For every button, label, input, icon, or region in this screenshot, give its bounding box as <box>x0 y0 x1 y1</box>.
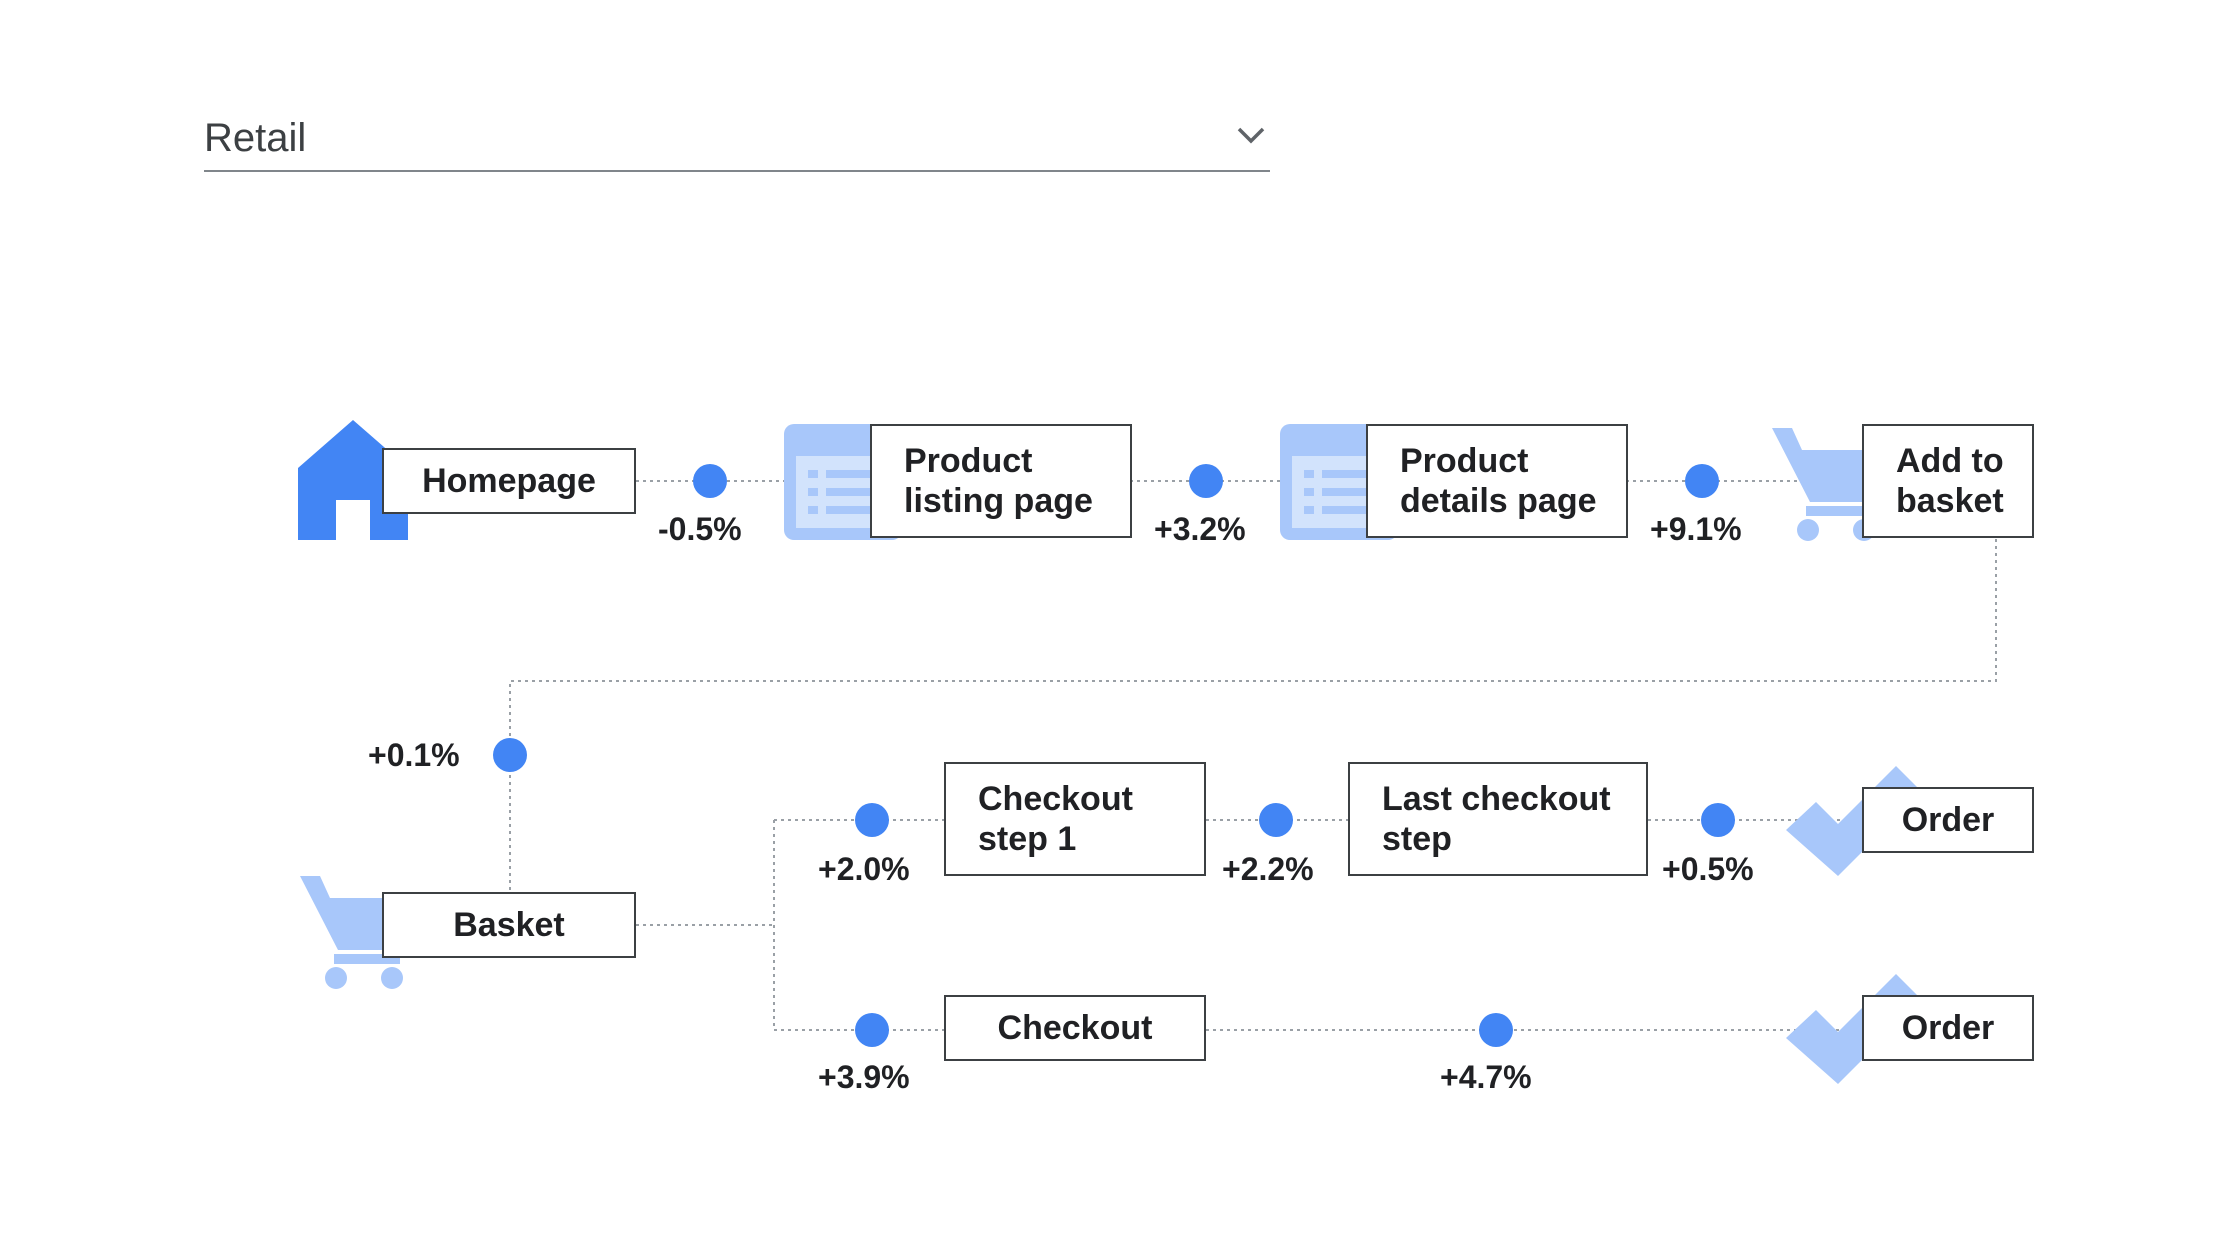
rate-details-to-add: +9.1% <box>1650 511 1742 547</box>
node-order-bottom-label: Order <box>1901 1009 1995 1047</box>
rate-add-to-basket-step: +0.1% <box>368 737 460 773</box>
node-add-to-basket-label: Add to basket <box>1896 442 2004 520</box>
node-checkout-step-1-label: Checkout step 1 <box>978 780 1133 858</box>
node-order-top: Order <box>1862 787 2034 853</box>
dropdown-selected-value: Retail <box>204 116 307 160</box>
chevron-down-icon[interactable] <box>1234 120 1268 150</box>
rate-dot <box>855 1013 889 1047</box>
rate-dot <box>855 803 889 837</box>
rate-dot <box>1479 1013 1513 1047</box>
node-homepage-label: Homepage <box>422 462 596 500</box>
rate-dot <box>1701 803 1735 837</box>
rate-dot <box>493 738 527 772</box>
node-last-checkout-step-label: Last checkout step <box>1382 780 1611 858</box>
node-checkout: Checkout <box>944 995 1206 1061</box>
node-homepage: Homepage <box>382 448 636 514</box>
node-basket: Basket <box>382 892 636 958</box>
rate-dot <box>1259 803 1293 837</box>
rate-dot <box>693 464 727 498</box>
home-icon <box>298 420 408 540</box>
node-last-checkout-step: Last checkout step <box>1348 762 1648 876</box>
node-add-to-basket: Add to basket <box>1862 424 2034 538</box>
node-checkout-label: Checkout <box>997 1009 1153 1047</box>
node-basket-label: Basket <box>453 906 565 944</box>
rate-checkout-to-order: +4.7% <box>1440 1059 1532 1095</box>
node-order-bottom: Order <box>1862 995 2034 1061</box>
rate-step1-to-last: +2.2% <box>1222 851 1314 887</box>
node-product-details-label: Product details page <box>1400 442 1597 520</box>
node-checkout-step-1: Checkout step 1 <box>944 762 1206 876</box>
rate-listing-to-details: +3.2% <box>1154 511 1246 547</box>
node-order-top-label: Order <box>1901 801 1995 839</box>
node-product-listing-label: Product listing page <box>904 442 1093 520</box>
node-product-listing-page: Product listing page <box>870 424 1132 538</box>
rate-homepage-to-listing: -0.5% <box>658 511 742 547</box>
node-product-details-page: Product details page <box>1366 424 1628 538</box>
retail-dropdown[interactable]: Retail <box>204 110 1270 172</box>
rate-last-to-order: +0.5% <box>1662 851 1754 887</box>
rate-dot <box>1189 464 1223 498</box>
rate-basket-to-checkout: +3.9% <box>818 1059 910 1095</box>
rate-basket-to-step1: +2.0% <box>818 851 910 887</box>
rate-dot <box>1685 464 1719 498</box>
